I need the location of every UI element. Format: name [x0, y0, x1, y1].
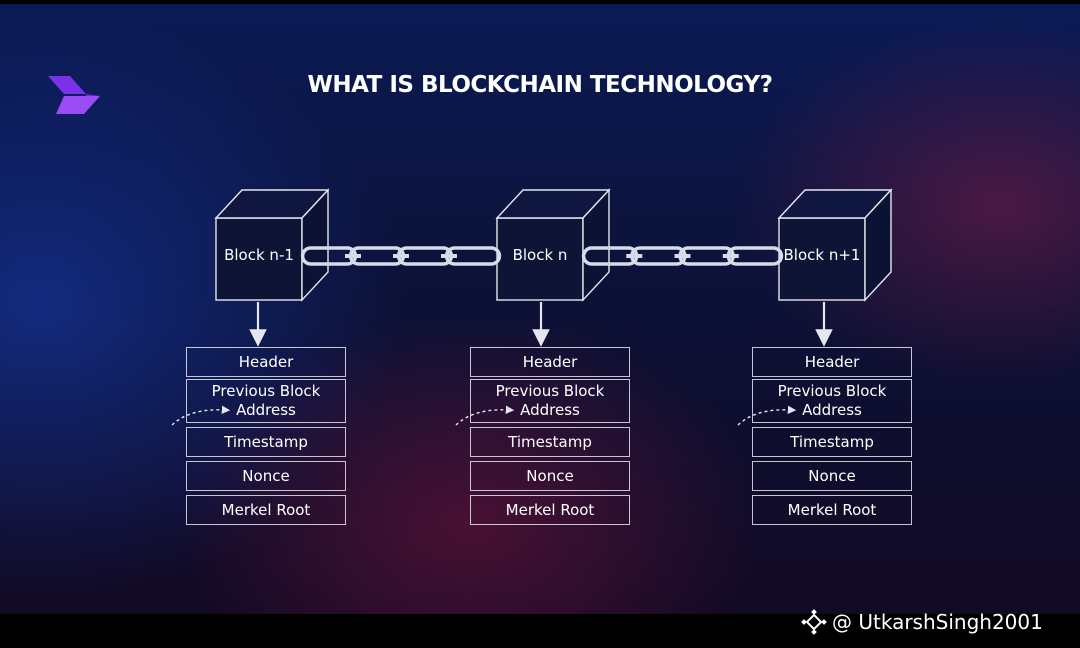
block-field-previous-block-address: Previous Block Address — [470, 379, 630, 423]
block-cube — [779, 190, 891, 300]
block-field-timestamp: Timestamp — [470, 427, 630, 457]
block-label: Block n — [495, 246, 585, 264]
block-field-nonce: Nonce — [186, 461, 346, 491]
block-field-header: Header — [186, 347, 346, 377]
block-field-header: Header — [470, 347, 630, 377]
chain-link — [584, 248, 782, 264]
block-label: Block n+1 — [777, 246, 867, 264]
block-field-header: Header — [752, 347, 912, 377]
block-field-merkel-root: Merkel Root — [470, 495, 630, 525]
block-label: Block n-1 — [214, 246, 304, 264]
block-field-nonce: Nonce — [470, 461, 630, 491]
block-field-previous-block-address: Previous Block Address — [186, 379, 346, 423]
block-field-merkel-root: Merkel Root — [186, 495, 346, 525]
block-field-nonce: Nonce — [752, 461, 912, 491]
binance-square-icon — [800, 608, 828, 636]
block-field-merkel-root: Merkel Root — [752, 495, 912, 525]
block-field-timestamp: Timestamp — [186, 427, 346, 457]
chain-link — [303, 248, 500, 264]
block-field-timestamp: Timestamp — [752, 427, 912, 457]
block-cube — [216, 190, 328, 300]
watermark-handle: @ UtkarshSingh2001 — [832, 610, 1043, 634]
block-field-previous-block-address: Previous Block Address — [752, 379, 912, 423]
block-cube — [497, 190, 609, 300]
watermark: @ UtkarshSingh2001 — [800, 606, 1043, 638]
